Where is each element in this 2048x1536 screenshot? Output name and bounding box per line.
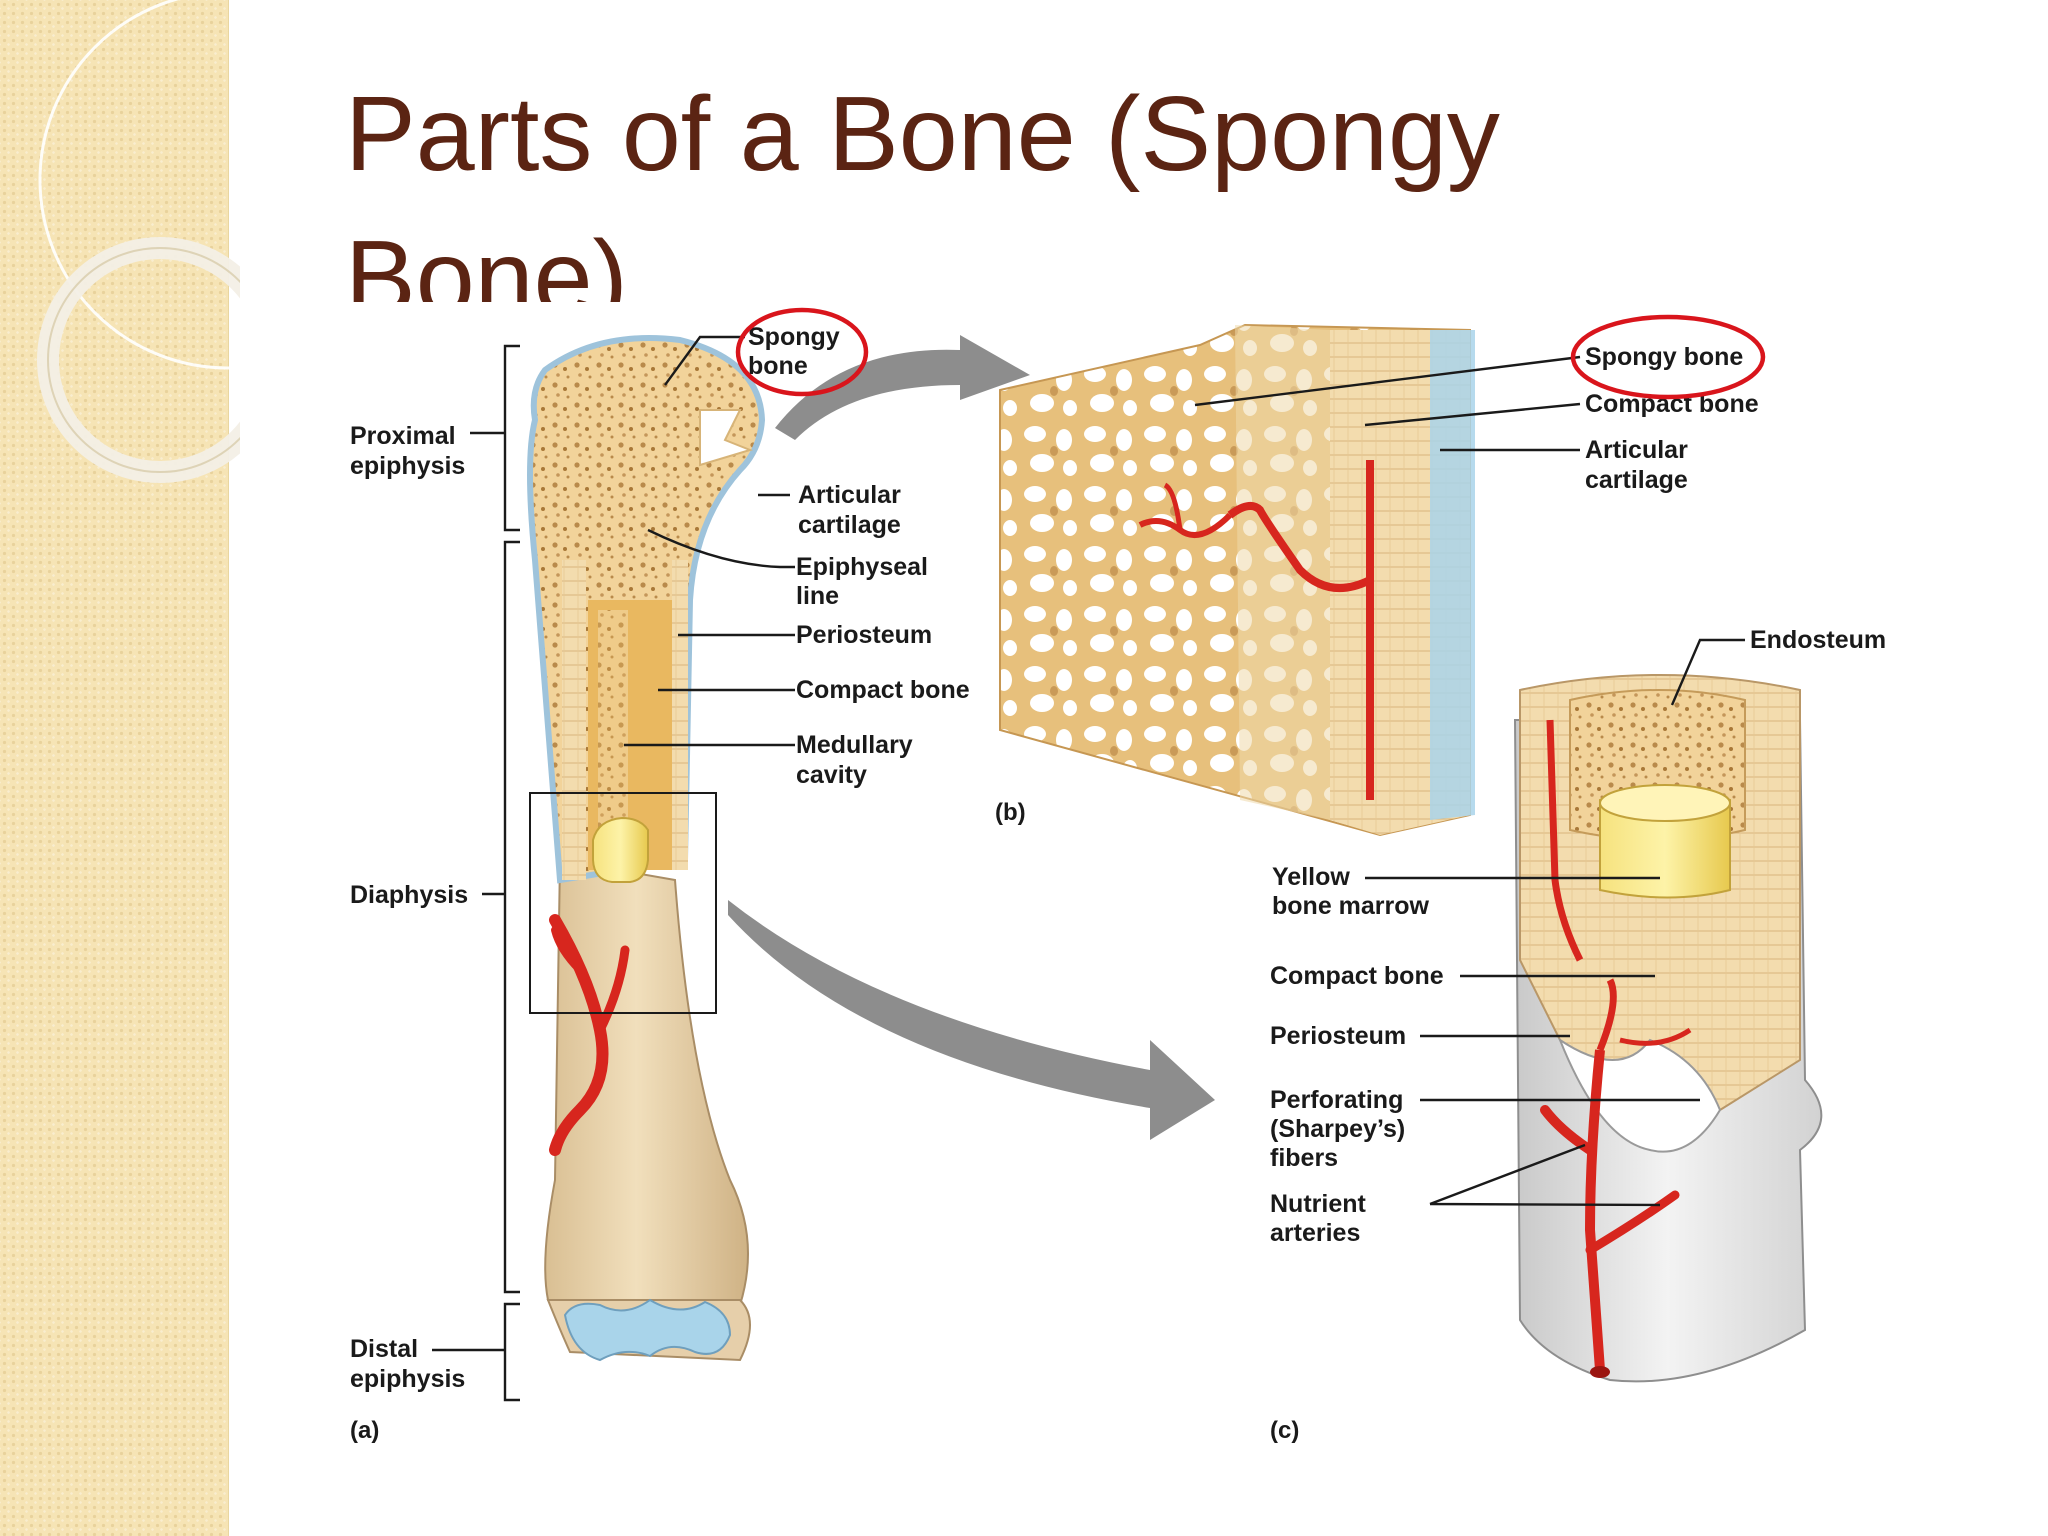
compact-bone-label-c: Compact bone: [1270, 962, 1444, 990]
articular-cartilage-label-b: Articular cartilage: [1585, 436, 1695, 494]
zoom-region-box: [529, 792, 717, 1014]
region-brackets: [432, 344, 520, 1402]
articular-cartilage-label-a: Articular cartilage: [798, 481, 908, 539]
proximal-epiphysis-label: Proximal epiphysis: [350, 422, 465, 480]
panel-a-label: (a): [350, 1417, 379, 1444]
arrow-to-panel-c: [728, 900, 1215, 1140]
perforating-fibers-label: Perforating (Sharpey’s) fibers: [1270, 1086, 1412, 1172]
compact-bone-label-b: Compact bone: [1585, 390, 1759, 418]
spongy-bone-highlight-ring-a: [735, 307, 869, 397]
periosteum-label-a: Periosteum: [796, 621, 932, 649]
distal-articular-cartilage-shape: [563, 1298, 732, 1362]
spongy-bone-section-illustration: [999, 323, 1475, 837]
medullary-cavity-label: Medullary cavity: [796, 731, 920, 789]
distal-epiphysis-label: Distal epiphysis: [350, 1335, 465, 1393]
panel-a-leader-lines: [624, 335, 795, 747]
panel-c-leader-lines: [1365, 638, 1745, 1207]
diaphysis-label: Diaphysis: [350, 881, 468, 909]
decorative-rings: [37, 0, 240, 483]
endosteum-label: Endosteum: [1750, 626, 1886, 654]
spongy-bone-highlight-ring-b: [1570, 314, 1766, 400]
spongy-bone-label-b: Spongy bone: [1585, 343, 1743, 371]
nutrient-arteries-label: Nutrient arteries: [1270, 1190, 1373, 1247]
diaphysis-section-illustration: [1513, 674, 1823, 1383]
long-bone-illustration: [527, 335, 766, 1362]
epiphyseal-line-label: Epiphyseal line: [796, 553, 935, 610]
panel-c-label: (c): [1270, 1417, 1299, 1444]
yellow-bone-marrow-label: Yellow bone marrow: [1272, 863, 1430, 920]
arrow-to-panel-b: [775, 335, 1030, 440]
panel-b-label: (b): [995, 799, 1026, 826]
compact-bone-label-a: Compact bone: [796, 676, 970, 704]
slide-title: Parts of a Bone (Spongy Bone): [345, 75, 1500, 302]
panel-b-leader-lines: [1194, 355, 1581, 452]
spongy-bone-label-a: Spongy bone: [748, 323, 847, 380]
periosteum-label-c: Periosteum: [1270, 1022, 1406, 1050]
